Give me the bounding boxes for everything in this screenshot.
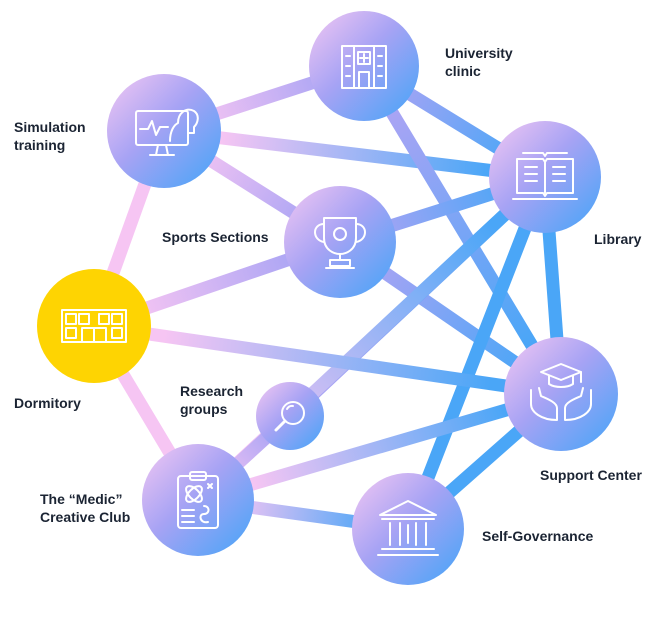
hospital-icon <box>341 45 387 89</box>
node-research-groups <box>256 382 324 450</box>
edge-university-clinic-to-support-center <box>357 59 568 401</box>
node-circle-creative-club <box>142 444 254 556</box>
label-support-center: Support Center <box>540 467 642 483</box>
building-icon <box>61 309 127 343</box>
node-library <box>489 121 601 233</box>
book-icon <box>512 152 578 200</box>
trophy-icon <box>314 217 366 269</box>
node-dormitory <box>37 269 151 383</box>
label-creative-club: The “Medic” Creative Club <box>40 491 131 525</box>
node-simulation-training <box>107 74 221 188</box>
node-sports-sections <box>284 186 396 298</box>
monitor-head-icon <box>135 108 199 156</box>
label-university-clinic: University clinic <box>445 45 513 79</box>
graduation-hands-icon <box>530 363 592 421</box>
edge-dormitory-to-support-center <box>87 319 568 401</box>
institution-icon <box>377 500 439 556</box>
edge-creative-club-to-support-center <box>191 387 568 507</box>
edge-simulation-training-to-library <box>157 124 552 184</box>
node-creative-club <box>142 444 254 556</box>
node-circle-simulation-training <box>107 74 221 188</box>
node-self-governance <box>352 473 464 585</box>
node-university-clinic <box>309 11 419 121</box>
label-research-groups: Research groups <box>180 383 244 417</box>
node-circle-university-clinic <box>309 11 419 121</box>
label-self-governance: Self-Governance <box>482 528 594 544</box>
magnifier-icon <box>274 401 305 432</box>
node-circle-sports-sections <box>284 186 396 298</box>
label-dormitory: Dormitory <box>14 395 81 411</box>
edge-library-to-self-governance <box>401 170 552 536</box>
node-circle-research-groups <box>256 382 324 450</box>
label-library: Library <box>594 231 642 247</box>
label-sports-sections: Sports Sections <box>162 229 269 245</box>
label-simulation-training: Simulation training <box>14 119 86 153</box>
node-circle-support-center <box>504 337 618 451</box>
node-support-center <box>504 337 618 451</box>
clipboard-icon <box>177 471 219 529</box>
node-circle-dormitory <box>37 269 151 383</box>
